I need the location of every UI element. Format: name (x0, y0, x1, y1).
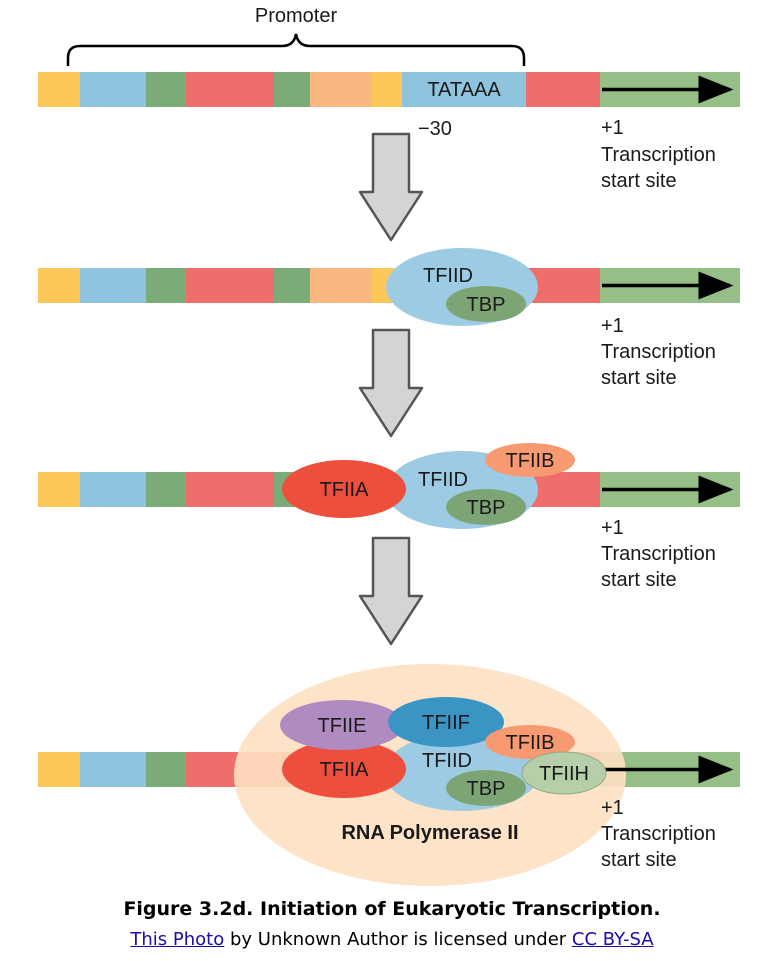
tfiia-label: TFIIA (320, 759, 370, 781)
minus-30-label: −30 (418, 118, 452, 140)
down-arrow-icon (358, 328, 424, 438)
dna-segment (80, 752, 146, 787)
tfiib-protein (485, 725, 575, 759)
dna-segment (80, 72, 146, 107)
dna-segment (186, 472, 274, 507)
start-site-label: start site (601, 569, 677, 591)
start-site-label: start site (601, 367, 677, 389)
dna-segment (526, 472, 600, 507)
dna-strand-1 (38, 72, 740, 107)
dna-segment (526, 268, 600, 303)
tbp-protein (446, 489, 526, 525)
photo-link[interactable]: This Photo (130, 929, 225, 950)
figure-caption: Figure 3.2d. Initiation of Eukaryotic Tr… (123, 898, 661, 920)
tfiie-protein (280, 700, 404, 750)
dna-segment (146, 752, 186, 787)
dna-segment (38, 752, 80, 787)
stage-2: TFIID TBP +1 Transcription start site (38, 248, 740, 389)
start-site-label: start site (601, 849, 677, 871)
tataaa-label: TATAAA (427, 79, 501, 101)
plus-one-label: +1 (601, 517, 624, 539)
start-site-label: start site (601, 170, 677, 192)
start-site-label-4: +1 Transcription start site (601, 797, 716, 871)
dna-segment (186, 72, 274, 107)
transcription-label: Transcription (601, 823, 716, 845)
plus-one-label: +1 (601, 315, 624, 337)
tfiib-protein (485, 443, 575, 477)
dna-segment (146, 72, 186, 107)
dna-segment (80, 472, 146, 507)
stage-4: TFIID TBP TFIIA TFIIE TFIIF TFIIB TFIIH … (38, 664, 740, 886)
tfiid-label: TFIID (422, 750, 472, 772)
dna-segment (310, 72, 372, 107)
tfiia-label: TFIIA (320, 479, 370, 501)
tbp-protein (446, 286, 526, 322)
dna-segment (146, 268, 186, 303)
dna-segment (38, 72, 80, 107)
dna-segment (146, 472, 186, 507)
tbp-label: TBP (467, 778, 506, 800)
dna-segment (372, 72, 402, 107)
promoter-bracket (66, 33, 526, 66)
transcription-label: Transcription (601, 144, 716, 166)
tfiif-label: TFIIF (422, 712, 470, 734)
tfiib-label: TFIIB (506, 450, 555, 472)
dna-segment (526, 72, 600, 107)
dna-segment (38, 472, 80, 507)
stage-3: TFIID TBP TFIIB TFIIA +1 Transcription s… (38, 443, 740, 591)
tfiif-protein (388, 697, 504, 747)
down-arrow-icon (358, 536, 424, 646)
tfiid-label: TFIID (418, 469, 468, 491)
rna-polymerase-label: RNA Polymerase II (341, 822, 518, 844)
stage-1: Promoter TATAAA −30 +1 Transcription sta… (38, 5, 740, 192)
tfiia-protein (282, 460, 406, 518)
dna-segment (274, 72, 310, 107)
tata-box (402, 72, 526, 107)
promoter-label: Promoter (255, 5, 338, 27)
tbp-label: TBP (467, 294, 506, 316)
start-site-label-3: +1 Transcription start site (601, 517, 716, 591)
tbp-label: TBP (467, 497, 506, 519)
tfiih-label: TFIIH (539, 763, 589, 785)
license-link[interactable]: CC BY-SA (571, 929, 654, 950)
plus-one-label: +1 (601, 797, 624, 819)
transcription-label: Transcription (601, 341, 716, 363)
tfiih-protein (521, 751, 607, 795)
dna-segment (310, 268, 372, 303)
dna-segment (186, 268, 274, 303)
tfiib-label: TFIIB (506, 732, 555, 754)
dna-segment (38, 268, 80, 303)
tfiie-label: TFIIE (318, 715, 367, 737)
down-arrow-icon (358, 132, 424, 242)
tfiid-label: TFIID (423, 265, 473, 287)
tfiia-protein (282, 740, 406, 798)
credit-text: by Unknown Author is licensed under (224, 929, 572, 950)
transcription-label: Transcription (601, 543, 716, 565)
photo-credit: This Photo by Unknown Author is licensed… (0, 929, 784, 950)
start-site-label-1: +1 Transcription start site (601, 117, 716, 192)
tbp-protein (446, 770, 526, 806)
start-site-label-2: +1 Transcription start site (601, 315, 716, 389)
dna-segment (274, 268, 310, 303)
dna-segment (80, 268, 146, 303)
plus-one-label: +1 (601, 117, 624, 139)
